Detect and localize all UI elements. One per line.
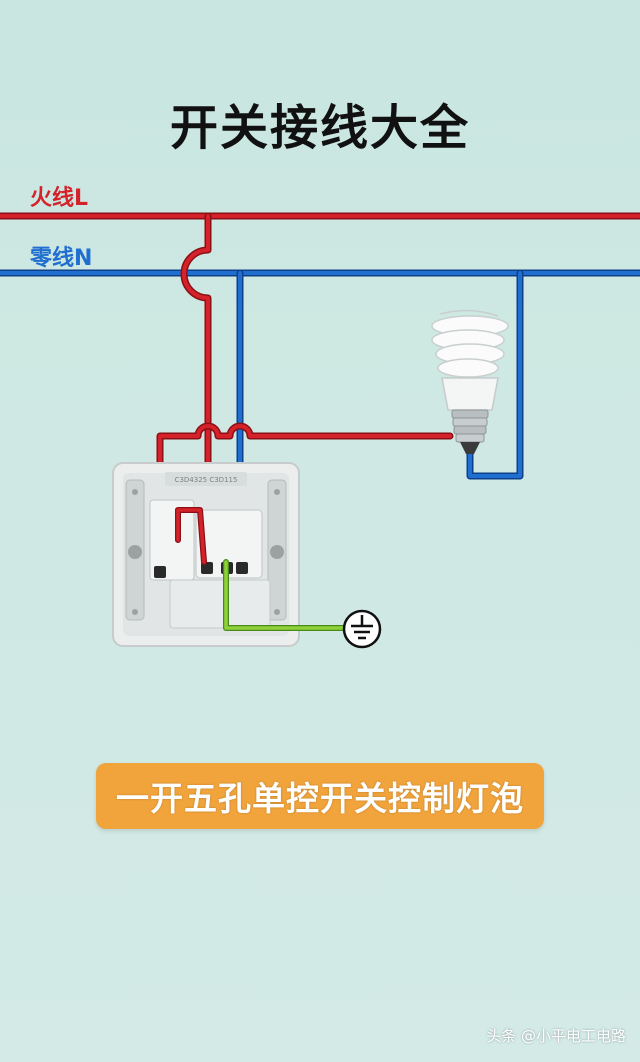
live-wire-label: 火线L: [30, 186, 89, 211]
lamp-neutral-wire: [466, 269, 524, 480]
page-title: 开关接线大全: [169, 100, 470, 156]
switch-socket-panel: C3D4325 C3D115: [112, 462, 300, 647]
ground-wire: [223, 559, 349, 631]
neutral-wire-label: 零线N: [30, 246, 93, 271]
ground-symbol-icon: [342, 609, 382, 649]
caption-banner: 一开五孔单控开关控制灯泡: [96, 763, 544, 829]
watermark: 头条 @小平电工电路: [486, 1027, 626, 1045]
caption-text: 一开五孔单控开关控制灯泡: [116, 779, 524, 818]
switch-model-text: C3D4325 C3D115: [175, 476, 238, 484]
switched-live-wire: [156, 422, 454, 574]
live-drop-wire: [180, 212, 212, 574]
light-bulb-icon: [431, 309, 509, 454]
